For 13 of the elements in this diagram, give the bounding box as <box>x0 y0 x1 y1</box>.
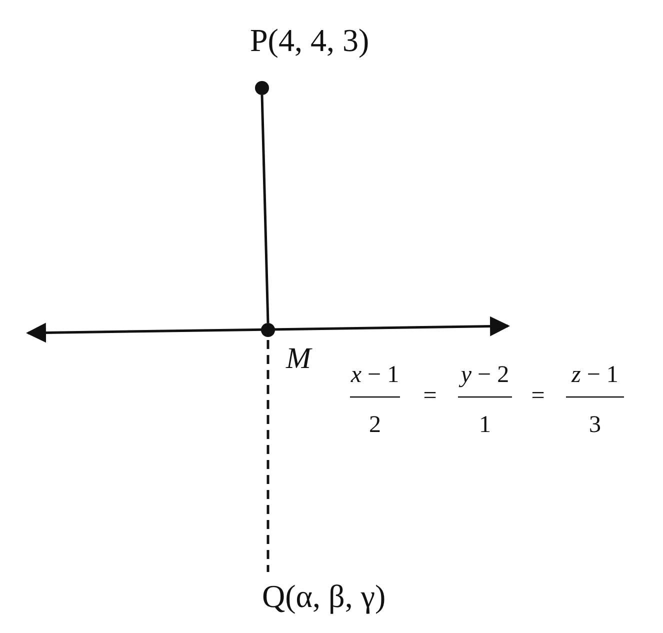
equals-sign: = <box>423 383 437 410</box>
line-segment <box>260 94 270 324</box>
numerator: y − 2 <box>460 362 510 389</box>
dashed-line <box>266 340 270 572</box>
denominator: 3 <box>589 412 601 439</box>
numerator: x − 1 <box>350 362 400 389</box>
point-label: Q(α, β, γ) <box>262 578 386 615</box>
equals-sign: = <box>531 383 545 410</box>
denominator: 2 <box>369 412 381 439</box>
denominator: 1 <box>479 412 491 439</box>
numerator: z − 1 <box>572 362 618 389</box>
point-label: M <box>286 342 311 376</box>
point-label: P(4, 4, 3) <box>250 22 370 59</box>
